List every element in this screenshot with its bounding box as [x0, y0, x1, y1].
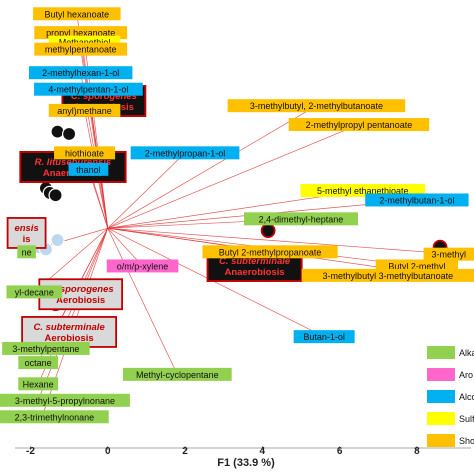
- variable-labels: Butyl hexanoate propyl hexanoateMethaneth…: [0, 7, 474, 424]
- variable-label: 2-methylbutan-1-ol: [379, 195, 454, 205]
- variable-label: Butyl 2-methyl: [388, 261, 445, 271]
- variable-label-box: [6, 285, 63, 299]
- loading-vector: [37, 228, 109, 401]
- x-tick-label: 8: [414, 446, 420, 457]
- variable-label: o/m/p-xylene: [117, 261, 169, 271]
- variable-label: octane: [25, 358, 52, 368]
- variable-label: 3-methyl: [432, 250, 467, 260]
- variable-label-box: [33, 7, 121, 21]
- legend-swatch: [427, 434, 455, 447]
- legend-label: Sulf: [459, 414, 474, 424]
- variable-label-box: [54, 146, 116, 160]
- variable-label-box: [122, 367, 232, 381]
- variable-label: 3-methylpentane: [12, 344, 79, 354]
- variable-label: 2,4-dimethyl-heptane: [259, 214, 344, 224]
- variable-label-box: [288, 118, 430, 132]
- variable-label-box: [17, 245, 36, 259]
- legend-label: Aro: [459, 370, 473, 380]
- variable-label: yl-decane: [15, 287, 54, 297]
- variable-label: 2-methylpropan-1-ol: [145, 148, 226, 158]
- x-tick-label: 4: [260, 446, 266, 457]
- variable-label-box: [34, 42, 128, 56]
- x-tick-label: 6: [337, 446, 343, 457]
- variable-label-box: [301, 268, 474, 282]
- observation-point: [260, 223, 276, 239]
- legend-label: Alco: [459, 392, 474, 402]
- variable-label-box: [227, 99, 406, 113]
- x-tick-label: -2: [26, 446, 35, 457]
- variable-label-box: [293, 330, 355, 344]
- variable-label: Butyl hexanoate: [45, 9, 110, 19]
- variable-label: propyl hexanoate: [46, 28, 115, 38]
- variable-label-box: [365, 193, 469, 207]
- variable-label-box: [0, 410, 109, 424]
- variable-label: hiothioate: [65, 148, 104, 158]
- variable-label: ne: [22, 247, 32, 257]
- variable-label: Hexane: [23, 379, 54, 389]
- variable-label: Methanethiol: [59, 38, 111, 48]
- variable-label: Butan-1-ol: [303, 332, 345, 342]
- variable-label-box: [34, 82, 143, 96]
- legend-label: Sho: [459, 436, 474, 446]
- observation-point: [62, 126, 77, 142]
- variable-label-box: [48, 103, 121, 117]
- variable-label: 2-methylpropyl pentanoate: [306, 120, 413, 130]
- variable-label: 3-methyl-5-propylnonane: [15, 396, 115, 406]
- loading-vector: [107, 152, 186, 229]
- variable-label: Methyl-cyclopentane: [136, 370, 219, 380]
- variable-label-box: [2, 341, 90, 355]
- variable-label-box: [0, 393, 130, 407]
- variable-label-box: [18, 377, 59, 391]
- variable-label: methylpentanoate: [45, 45, 117, 55]
- loading-vector: [107, 227, 456, 255]
- observation-point: [48, 188, 63, 203]
- group-label-box: [38, 278, 123, 311]
- legend-swatch: [427, 346, 455, 359]
- legend-swatch: [427, 412, 455, 425]
- variable-label-box: [28, 66, 133, 80]
- variable-label: 2,3-trimethylnonane: [15, 412, 95, 422]
- axes: -2 0 2 4 6 8: [15, 446, 471, 457]
- variable-label: anyl)methane: [57, 106, 112, 116]
- loading-vector: [107, 105, 317, 229]
- legend-label: Alka: [459, 348, 474, 358]
- variable-label-box: [423, 247, 474, 261]
- variable-label-box: [68, 162, 109, 176]
- variable-label: thanol: [76, 165, 101, 175]
- variable-label-box: [18, 356, 59, 370]
- legend-swatch: [427, 390, 455, 403]
- variable-label-box: [130, 146, 240, 160]
- variable-label: 3-methylbutyl 3-methylbutanoate: [323, 271, 454, 281]
- x-axis-label: F1 (33.9 %): [217, 457, 275, 469]
- variable-label: Butyl 2-methylpropanoate: [219, 247, 322, 257]
- x-tick-label: 2: [182, 446, 188, 457]
- variable-label: 5-methyl ethanethioate: [317, 186, 409, 196]
- loading-vector: [107, 228, 178, 375]
- legend-swatch: [427, 368, 455, 381]
- variable-label: 4-methylpentan-1-ol: [48, 85, 128, 95]
- x-tick-label: 0: [105, 446, 111, 457]
- variable-label-box: [106, 259, 179, 273]
- loading-vector: [107, 227, 325, 337]
- variable-label-box: [243, 212, 358, 226]
- observation-point: [50, 124, 65, 139]
- legend: AlkaAroAlcoSulfSho: [427, 346, 474, 447]
- variable-label: 3-methylbutyl, 2-methylbutanoate: [250, 101, 383, 111]
- variable-label: 2-methylhexan-1-ol: [42, 68, 119, 78]
- loading-vector: [107, 124, 360, 229]
- observation-point: [50, 232, 65, 248]
- variable-label-box: [202, 245, 338, 259]
